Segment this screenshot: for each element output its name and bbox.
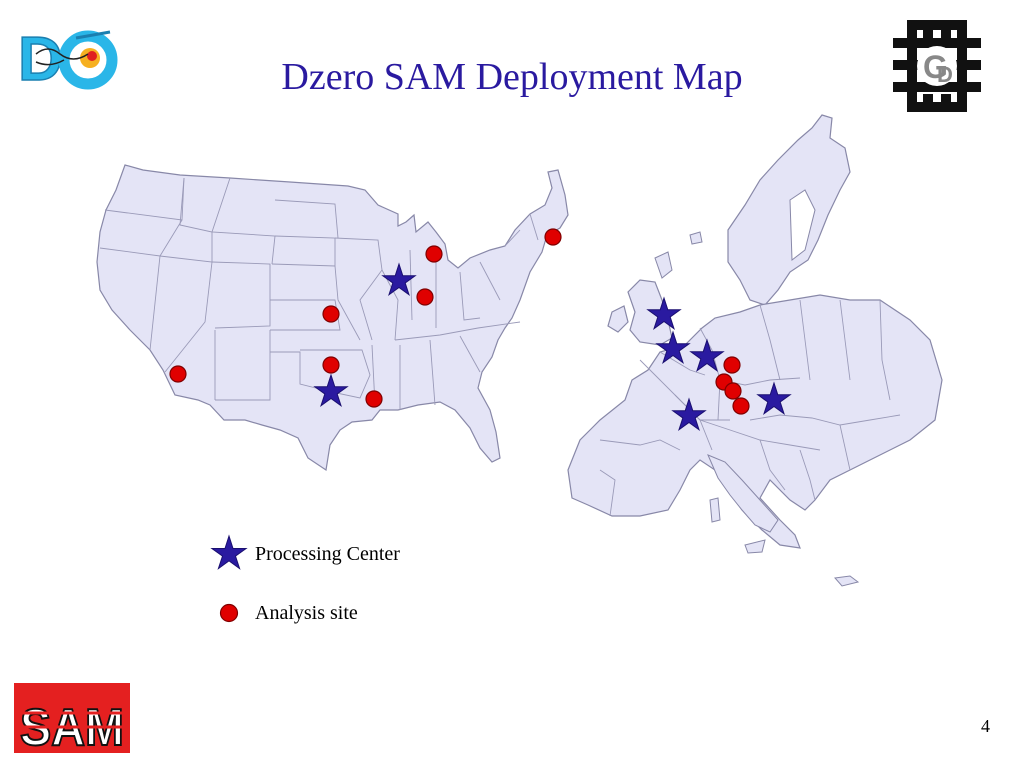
legend-analysis-label: Analysis site <box>255 602 358 624</box>
legend-analysis: Analysis site <box>255 602 358 625</box>
europe-map <box>567 114 943 587</box>
page-number: 4 <box>981 716 990 736</box>
analysis-site-dot <box>416 288 434 306</box>
processing-center-star <box>381 262 417 296</box>
processing-center-star <box>313 373 349 407</box>
processing-center-star <box>756 381 792 415</box>
analysis-site-dot <box>322 305 340 323</box>
d0-logo: D <box>18 24 118 90</box>
legend-processing-label: Processing Center <box>255 543 400 565</box>
processing-center-star <box>689 338 725 372</box>
svg-text:G: G <box>923 49 948 85</box>
svg-text:D: D <box>937 62 953 87</box>
legend-star-icon <box>210 534 248 570</box>
analysis-site-dot <box>724 382 742 400</box>
analysis-site-dot <box>322 356 340 374</box>
fermilab-logo: G D <box>893 20 981 112</box>
svg-text:D: D <box>18 25 63 90</box>
analysis-site-dot <box>544 228 562 246</box>
europe-markers <box>646 296 792 431</box>
analysis-site-dot <box>425 245 443 263</box>
processing-center-star <box>671 397 707 431</box>
legend-dot-icon <box>219 603 239 623</box>
analysis-site-dot <box>732 397 750 415</box>
processing-center-star <box>646 296 682 330</box>
us-markers <box>169 228 562 408</box>
sam-logo: SAM <box>14 683 130 753</box>
analysis-site-dot <box>365 390 383 408</box>
page-title: Dzero SAM Deployment Map <box>281 56 743 98</box>
analysis-site-dot <box>169 365 187 383</box>
analysis-site-dot <box>723 356 741 374</box>
legend-processing: Processing Center <box>255 543 400 566</box>
processing-center-star <box>655 330 691 364</box>
